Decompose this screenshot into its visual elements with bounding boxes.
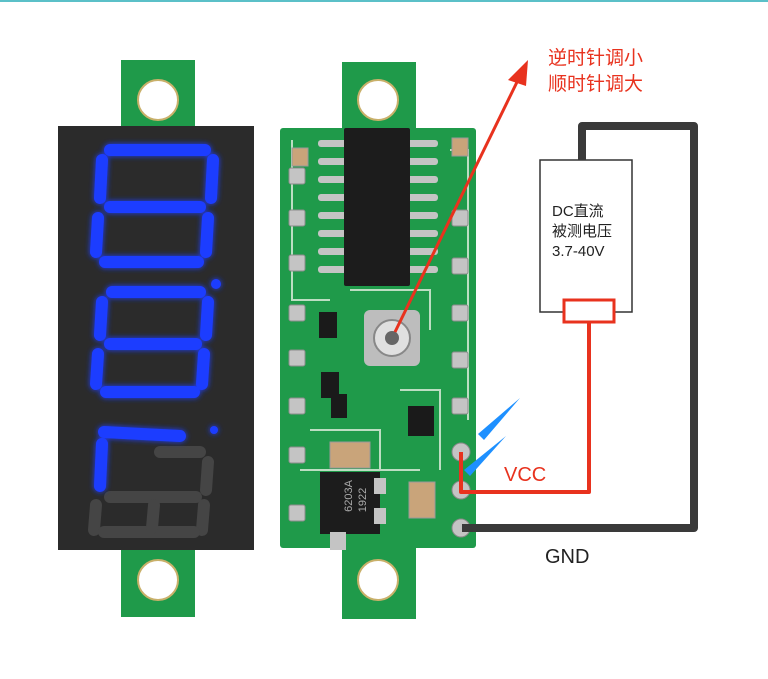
top-accent-line	[0, 0, 768, 2]
chip-marking-2: 1922	[357, 488, 369, 512]
digit-2	[90, 279, 221, 398]
display-module	[58, 60, 254, 617]
cap-top-right	[451, 137, 469, 157]
smd-resistor-3	[331, 394, 347, 418]
chip-marking-1: 6203A	[343, 479, 355, 511]
diode	[408, 406, 434, 436]
digit-1	[90, 144, 219, 268]
dc-source-box	[539, 159, 633, 313]
left-pads	[288, 167, 306, 522]
right-pads	[451, 209, 469, 415]
source-terminal	[562, 298, 616, 324]
smd-capacitor-2	[408, 481, 436, 519]
adjust-arrow	[393, 60, 528, 333]
digit-3	[88, 426, 218, 538]
potentiometer	[364, 310, 420, 366]
ic-chip	[318, 128, 438, 286]
vcc-label: VCC	[504, 464, 547, 486]
adjust-ccw-label: 逆时针调小	[548, 48, 644, 69]
pcb-module: 6203A 1922	[280, 62, 476, 619]
source-label-3: 3.7-40V	[552, 243, 605, 260]
regulator-chip: 6203A 1922	[320, 472, 386, 550]
blue-pointer-arrows	[464, 398, 520, 476]
vcc-wire	[459, 322, 591, 494]
smd-capacitor-1	[329, 441, 371, 469]
cap-top-left	[291, 147, 309, 167]
gnd-label: GND	[545, 546, 590, 568]
gnd-wire	[462, 122, 698, 532]
source-label-2: 被测电压	[552, 223, 613, 240]
smd-resistor-2	[321, 372, 339, 398]
source-label-1: DC直流	[552, 203, 604, 220]
adjust-cw-label: 顺时针调大	[548, 74, 644, 95]
smd-resistor-1	[319, 312, 337, 338]
